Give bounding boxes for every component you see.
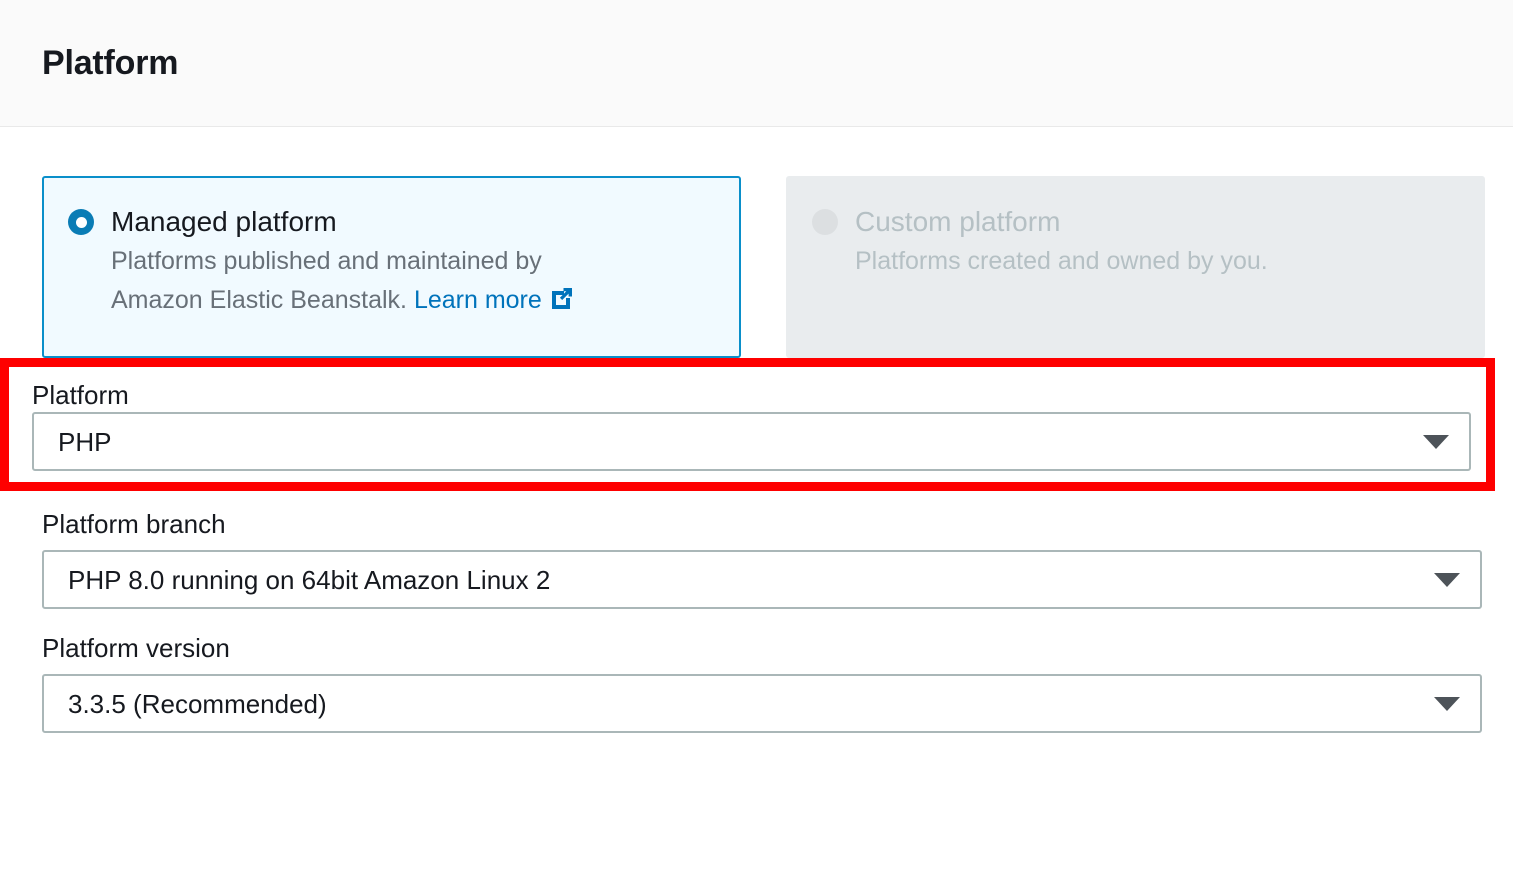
radio-inner-dot [75, 216, 87, 228]
radio-unselected-disabled-icon [812, 209, 838, 235]
platform-branch-select-value: PHP 8.0 running on 64bit Amazon Linux 2 [68, 564, 551, 595]
radio-inner-dot [820, 217, 831, 228]
external-link-icon [549, 284, 575, 323]
platform-version-select-value: 3.3.5 (Recommended) [68, 688, 327, 719]
platform-type-option-custom: Custom platform Platforms created and ow… [786, 176, 1485, 358]
radio-selected-icon[interactable] [68, 209, 94, 235]
platform-select[interactable]: PHP [32, 412, 1471, 471]
annotation-highlight-box: Platform PHP [0, 358, 1495, 491]
platform-field-label: Platform [32, 380, 129, 410]
custom-platform-description: Platforms created and owned by you. [855, 247, 1268, 275]
field-platform-version: Platform version 3.3.5 (Recommended) [42, 631, 1513, 733]
managed-platform-description-line2: Amazon Elastic Beanstalk. [111, 286, 407, 314]
learn-more-label: Learn more [413, 286, 542, 314]
field-platform: Platform PHP [32, 378, 1471, 471]
platform-version-field-label: Platform version [42, 633, 230, 663]
platform-branch-field-label: Platform branch [42, 509, 226, 539]
platform-select-value: PHP [58, 426, 112, 457]
chevron-down-icon [1434, 572, 1460, 587]
platform-type-card-group: Managed platform Platforms published and… [0, 127, 1513, 358]
platform-version-select[interactable]: 3.3.5 (Recommended) [42, 674, 1482, 733]
page-header: Platform [0, 0, 1513, 127]
chevron-down-icon [1434, 696, 1460, 711]
managed-platform-text: Managed platform Platforms published and… [111, 204, 575, 323]
managed-platform-description-line1: Platforms published and maintained by [111, 247, 542, 275]
custom-platform-title: Custom platform [855, 206, 1061, 237]
platform-branch-select[interactable]: PHP 8.0 running on 64bit Amazon Linux 2 [42, 550, 1482, 609]
managed-platform-description: Platforms published and maintained by Am… [111, 242, 575, 323]
platform-fields: Platform PHP Platform branch PHP 8.0 run… [0, 358, 1513, 733]
field-platform-branch: Platform branch PHP 8.0 running on 64bit… [42, 507, 1513, 609]
page-title: Platform [42, 44, 179, 82]
custom-platform-text: Custom platform Platforms created and ow… [855, 204, 1268, 281]
chevron-down-icon [1423, 434, 1449, 449]
learn-more-link[interactable]: Learn more [414, 286, 575, 314]
content-area: Managed platform Platforms published and… [0, 127, 1513, 733]
managed-platform-title: Managed platform [111, 206, 337, 237]
platform-type-option-managed[interactable]: Managed platform Platforms published and… [42, 176, 741, 358]
